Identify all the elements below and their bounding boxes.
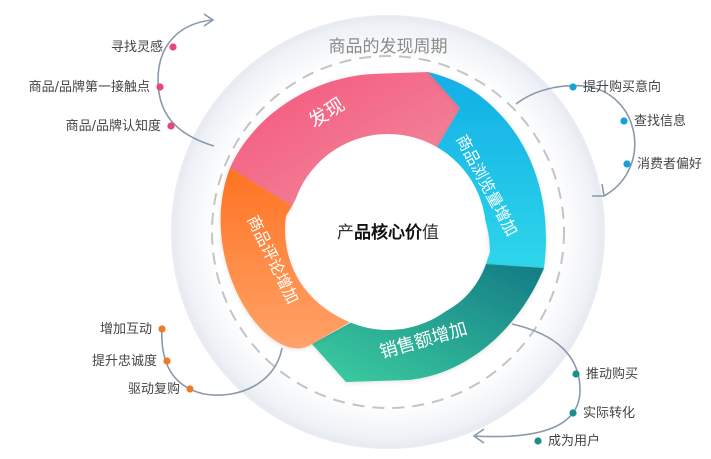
dot-first-contact [156, 83, 164, 91]
center-disc [290, 134, 486, 330]
arrow-head-bottom-right [472, 428, 485, 444]
dot-become-user [534, 437, 542, 445]
connector-top-right [515, 84, 636, 197]
segment-sales [312, 264, 544, 382]
dot-brand-awareness [167, 122, 175, 130]
dot-info-search [620, 117, 628, 125]
label-become-user: 成为用户 [548, 433, 600, 449]
label-drive-repurchase: 驱动复购 [128, 381, 180, 397]
arrow-head-top-left [203, 13, 215, 27]
label-brand-awareness: 商品/品牌认知度 [66, 118, 161, 134]
dashed-ring [211, 55, 565, 409]
connector-bottom-right [473, 323, 581, 438]
arrow-head-top-right [592, 183, 605, 197]
segment-browse [428, 72, 546, 268]
label-consumer-preference: 消费者偏好 [637, 157, 702, 172]
label-more-interaction: 增加互动 [100, 322, 152, 337]
dot-drive-repurchase [186, 385, 194, 393]
label-more-loyalty: 提升忠诚度 [92, 353, 157, 369]
center-text: 产品核心价值 [337, 222, 439, 243]
dot-purchase-intent [569, 83, 577, 91]
dot-drive-purchase [572, 370, 580, 378]
center-text-part1: 产 [337, 223, 354, 243]
dot-more-loyalty [163, 357, 171, 365]
dot-consumer-preference [623, 160, 631, 168]
center-text-part3: 值 [422, 223, 439, 243]
dot-more-interaction [158, 325, 166, 333]
dot-actual-conversion [569, 409, 577, 417]
segment-discover [230, 72, 460, 206]
label-actual-conversion: 实际转化 [583, 406, 635, 421]
label-first-contact: 商品/品牌第一接触点 [29, 79, 150, 95]
dot-inspiration [169, 43, 177, 51]
label-drive-purchase: 推动购买 [586, 366, 638, 382]
connector-top-left [157, 19, 215, 147]
segment-reviews [220, 168, 350, 349]
label-info-search: 查找信息 [634, 113, 686, 129]
connector-bottom-left [160, 325, 283, 396]
label-purchase-intent: 提升购买意向 [583, 79, 661, 95]
center-text-part2: 品核心价 [354, 222, 423, 243]
label-inspiration: 寻找灵感 [111, 39, 163, 55]
diagram-title: 商品的发现周期 [329, 37, 448, 57]
